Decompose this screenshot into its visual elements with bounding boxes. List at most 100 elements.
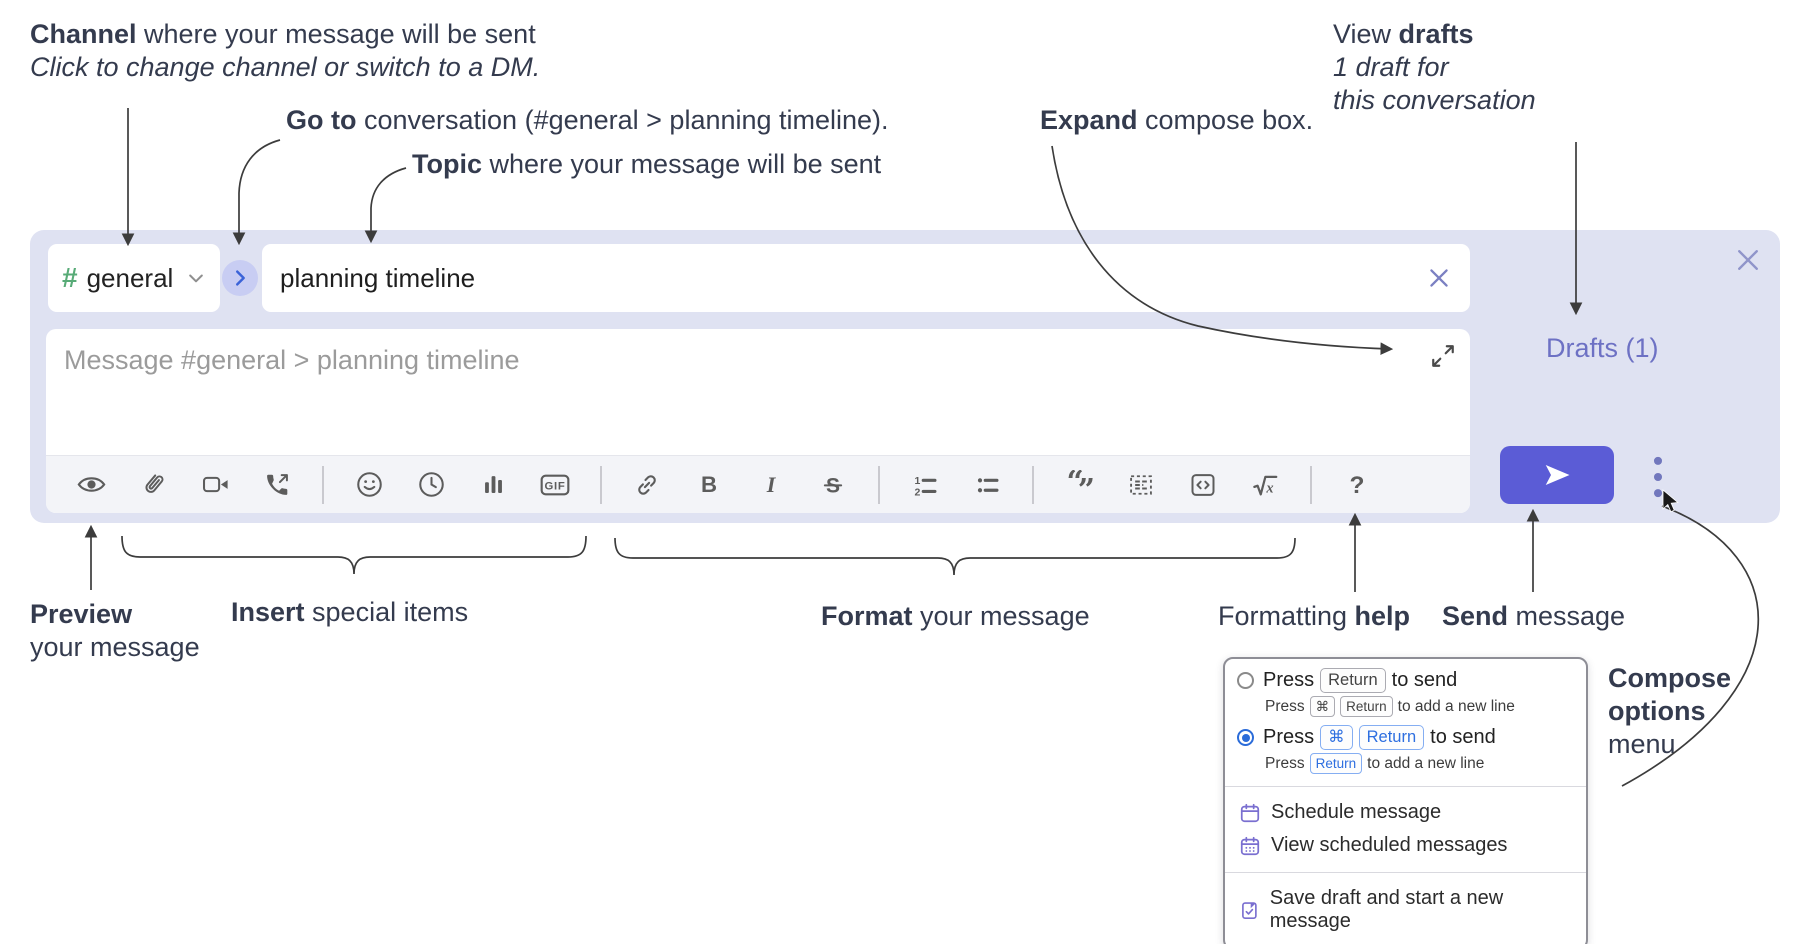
bulleted-list-icon — [977, 477, 999, 492]
bold-icon: B — [701, 472, 717, 497]
link-icon — [638, 474, 656, 495]
toolbar-divider — [322, 465, 324, 504]
channel-selector[interactable]: # general — [48, 244, 220, 312]
svg-text:“: “ — [1067, 470, 1084, 499]
preview-button[interactable] — [60, 462, 122, 508]
video-call-button[interactable] — [184, 462, 246, 508]
close-compose-button[interactable] — [1732, 244, 1764, 276]
preview-annotation: Preview your message — [30, 599, 200, 662]
expand-compose-button[interactable] — [1428, 341, 1458, 371]
strikethrough-icon: S — [823, 474, 843, 497]
radio-selected-icon[interactable] — [1237, 729, 1254, 746]
math-icon: x — [1253, 475, 1278, 496]
drafts-link[interactable]: Drafts (1) — [1540, 332, 1665, 365]
link-button[interactable] — [616, 462, 678, 508]
math-button[interactable]: x — [1234, 462, 1296, 508]
svg-text:1: 1 — [914, 474, 920, 486]
return-key: Return — [1358, 725, 1425, 750]
radio-unselected-icon[interactable] — [1237, 672, 1254, 689]
go-to-conversation-button[interactable] — [222, 260, 258, 296]
bar-chart-icon — [484, 476, 502, 493]
poll-button[interactable] — [462, 462, 524, 508]
channel-annotation-bold: Channel — [30, 19, 137, 49]
view-drafts-annotation: View drafts 1 draft for this conversatio… — [1333, 19, 1536, 115]
svg-text:I: I — [766, 472, 777, 497]
topic-input[interactable] — [278, 261, 1422, 295]
numbered-list-icon: 12 — [914, 474, 937, 498]
channel-annotation-sub: Click to change channel or switch to a D… — [30, 52, 541, 82]
gif-button[interactable]: GIF — [524, 462, 586, 508]
bulleted-list-button[interactable] — [956, 462, 1018, 508]
message-formatting-help-button[interactable]: ? — [1326, 462, 1388, 508]
menu-item-save-draft[interactable]: Save draft and start a new message — [1237, 882, 1574, 938]
code-button[interactable] — [1172, 462, 1234, 508]
vertical-ellipsis-icon — [1653, 456, 1663, 498]
svg-text:”: ” — [1078, 473, 1094, 500]
question-mark-icon: ? — [1350, 472, 1365, 499]
message-input[interactable] — [46, 329, 1470, 453]
emoji-button[interactable] — [338, 462, 400, 508]
menu-item-schedule-message[interactable]: Schedule message — [1237, 796, 1574, 829]
strikethrough-button[interactable]: S — [802, 462, 864, 508]
expand-icon — [1432, 345, 1454, 367]
phone-outgoing-icon — [267, 473, 288, 495]
menu-option-cmd-enter-sends-sub: Press Return to add a new line — [1265, 753, 1574, 774]
clear-topic-button[interactable] — [1422, 261, 1456, 295]
global-time-button[interactable] — [400, 462, 462, 508]
format-annotation: Format your message — [821, 601, 1090, 631]
cmd-key: ⌘ — [1320, 725, 1353, 750]
return-key: Return — [1320, 668, 1386, 693]
quote-button[interactable]: “” — [1048, 462, 1110, 508]
return-key: Return — [1340, 696, 1393, 717]
goto-arrow — [232, 139, 281, 246]
video-camera-icon — [202, 476, 228, 493]
eye-icon — [77, 477, 105, 492]
topic-annotation: Topic where your message will be sent — [412, 149, 882, 179]
send-icon — [1545, 465, 1570, 485]
svg-text:x: x — [1265, 480, 1273, 496]
channel-name: general — [86, 262, 174, 293]
insert-brace — [121, 535, 587, 575]
attach-file-button[interactable] — [122, 462, 184, 508]
chevron-down-icon — [189, 274, 203, 283]
bold-button[interactable]: B — [678, 462, 740, 508]
close-icon — [1738, 250, 1758, 270]
menu-item-view-scheduled-messages[interactable]: View scheduled messages — [1237, 829, 1574, 862]
send-options-section: Press Return to send Press ⌘ Return to a… — [1225, 659, 1586, 786]
calendar-icon — [1240, 803, 1260, 822]
compose-options-button[interactable] — [1646, 452, 1670, 502]
send-annotation: Send message — [1442, 601, 1626, 631]
send-button[interactable] — [1500, 446, 1614, 504]
channel-annotation: Channel where your message will be sent … — [30, 18, 540, 84]
toolbar-divider — [1032, 465, 1034, 504]
svg-text:GIF: GIF — [545, 480, 566, 492]
menu-option-cmd-enter-sends[interactable]: Press ⌘ Return to send — [1237, 725, 1574, 750]
code-icon — [1191, 473, 1215, 496]
paperclip-icon — [145, 473, 164, 493]
insert-annotation: Insert special items — [231, 597, 469, 627]
format-brace — [614, 537, 1296, 576]
draft-section: Save draft and start a new message — [1225, 872, 1586, 944]
goto-annotation: Go to conversation (#general > planning … — [286, 105, 889, 135]
svg-text:B: B — [701, 472, 717, 497]
spoiler-button[interactable] — [1110, 462, 1172, 508]
smiley-icon — [356, 472, 382, 497]
chevron-right-icon — [236, 270, 245, 286]
italic-icon: I — [766, 472, 777, 497]
audio-call-button[interactable] — [246, 462, 308, 508]
clock-icon — [418, 472, 444, 497]
channel-hash-icon: # — [62, 262, 78, 293]
italic-button[interactable]: I — [740, 462, 802, 508]
formatting-help-annotation: Formatting help — [1218, 601, 1411, 631]
menu-option-enter-sends[interactable]: Press Return to send — [1237, 668, 1574, 693]
spoiler-icon — [1130, 474, 1152, 495]
calendar-grid-icon — [1240, 836, 1260, 855]
message-box: GIF B I S 12 — [46, 329, 1470, 513]
compose-options-annotation: Compose options menu — [1608, 663, 1732, 759]
clipboard-check-icon — [1242, 902, 1257, 920]
toolbar-divider — [878, 465, 880, 504]
svg-text:2: 2 — [914, 486, 920, 498]
compose-box: # general — [30, 230, 1780, 523]
